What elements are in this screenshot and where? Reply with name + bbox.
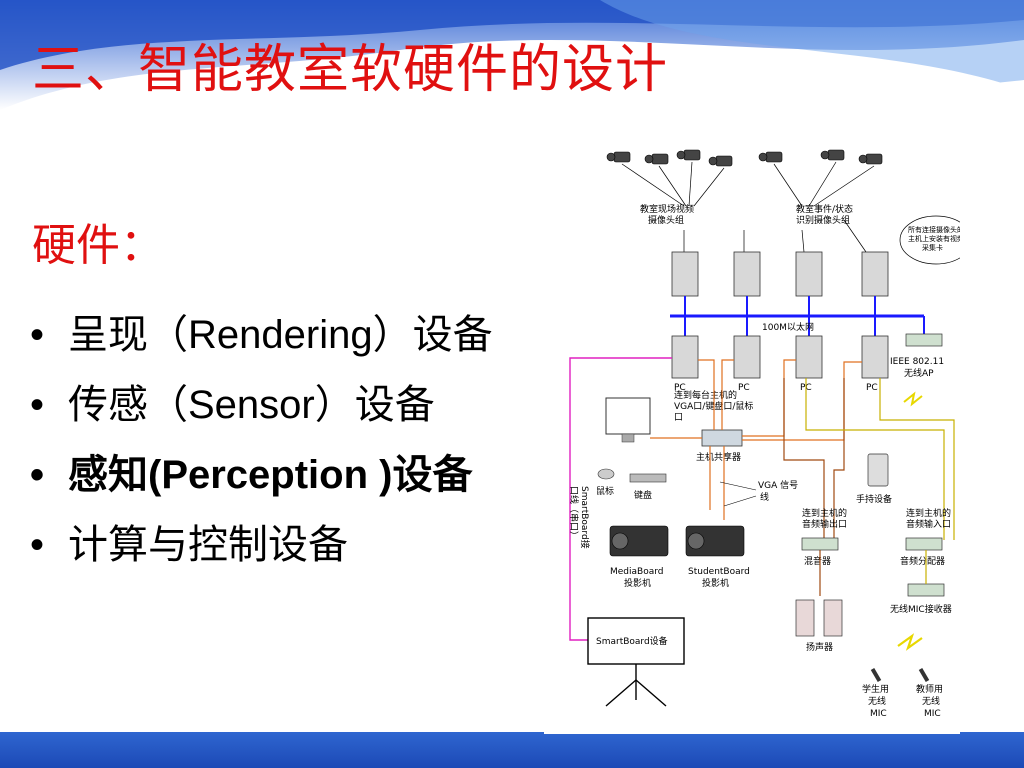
mic-signal-icon <box>897 633 923 651</box>
monitor-icon <box>605 397 651 435</box>
ethernet-label: 100M以太网 <box>762 321 814 333</box>
mic-receiver-label: 无线MIC接收器 <box>890 603 952 615</box>
smartboard-label: SmartBoard设备 <box>596 635 668 647</box>
audio-out-note: 连到主机的音频输出口 <box>802 507 847 530</box>
slide-title: 三、智能教室软硬件的设计 <box>32 40 669 100</box>
mic-icons <box>870 667 930 683</box>
mixer-icon <box>801 537 839 551</box>
handheld-icon <box>867 453 889 487</box>
classroom-architecture-diagram: 教室现场视频摄像头组 教室事件/状态识别摄像头组 所有连接摄像头的主机上安装有视… <box>544 140 973 734</box>
ethernet-drops <box>684 296 925 336</box>
bullet-item: •传感（Sensor）设备 <box>30 383 435 427</box>
capture-card-note-text: 所有连接摄像头的主机上安装有视频采集卡 <box>908 225 960 252</box>
svg-text:PC: PC <box>738 383 750 393</box>
vga-pointers <box>719 481 757 507</box>
bullet-list: •呈现（Rendering）设备 •传感（Sensor）设备 •感知(Perce… <box>30 300 493 580</box>
wireless-signal-icon <box>903 391 923 407</box>
splitter-label: 音频分配器 <box>900 555 945 567</box>
kvm-switch <box>701 429 743 447</box>
camera-group-2-label: 教室事件/状态识别摄像头组 <box>796 203 853 226</box>
header-background <box>0 0 1024 150</box>
section-heading: 硬件： <box>32 220 164 271</box>
vga-label: VGA 信号线 <box>758 479 798 503</box>
svg-text:PC: PC <box>674 383 686 393</box>
bullet-item: •计算与控制设备 <box>30 523 348 567</box>
smartboard-tripod <box>605 664 667 707</box>
mouse-icon <box>597 468 615 480</box>
handheld-label: 手持设备 <box>856 493 892 505</box>
camera-icons <box>606 149 883 167</box>
camera-group-1-label: 教室现场视频摄像头组 <box>640 203 694 226</box>
bullet-item: •感知(Perception )设备 <box>30 453 473 497</box>
kvm-label: 主机共享器 <box>696 451 741 463</box>
smartboard-cable-label: SmartBoard接口线（串口） <box>568 486 591 549</box>
mic-receiver-icon <box>907 583 945 597</box>
keyboard-label: 键盘 <box>634 489 652 501</box>
monitor-stand <box>621 433 635 443</box>
smartboard-screen <box>587 617 685 665</box>
audio-in-note: 连到主机的音频输入口 <box>906 507 951 530</box>
speakers-label: 扬声器 <box>806 641 833 653</box>
smartboard-cable <box>569 357 672 641</box>
keyboard-icon <box>629 473 667 483</box>
footer-bar <box>0 732 1024 768</box>
audio-in-cables <box>805 378 955 540</box>
bullet-item: •呈现（Rendering）设备 <box>30 313 493 357</box>
camera-connectors <box>621 161 875 253</box>
projector-icons <box>609 525 745 557</box>
mouse-label: 鼠标 <box>596 485 614 497</box>
diagram-canvas: 教室现场视频摄像头组 教室事件/状态识别摄像头组 所有连接摄像头的主机上安装有视… <box>568 149 973 719</box>
svg-text:PC: PC <box>866 383 878 393</box>
splitter-icon <box>905 537 943 551</box>
pc-towers-top <box>671 251 889 297</box>
speaker-icons <box>795 599 843 637</box>
wireless-ap <box>905 333 943 347</box>
pc-towers-bottom <box>671 335 889 379</box>
audio-out-cables <box>783 378 845 540</box>
mixer-label: 混音器 <box>804 555 831 567</box>
